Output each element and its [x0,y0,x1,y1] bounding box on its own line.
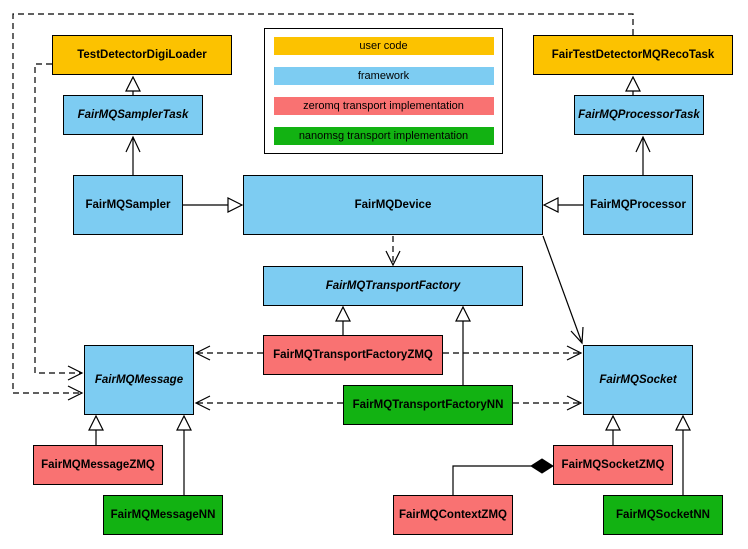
legend-item-framework: framework [273,67,494,85]
node-fairmq-transport-factory-nn: FairMQTransportFactoryNN [343,385,513,425]
sampler-to-samplertask-chevron-arrowhead [125,135,141,153]
socketnn-inherits-socket-triangle-arrowhead [675,414,691,431]
recotask-uses-message-chevron-arrowhead [67,385,84,401]
processor-inherits-device-triangle-arrowhead [542,197,559,213]
node-fairmq-socket-zmq: FairMQSocketZMQ [553,445,673,485]
node-fairmq-socket: FairMQSocket [583,345,693,415]
socketzmq-composes-contextzmq-diamond-arrowhead [530,458,554,474]
digiloader-uses-message-chevron-arrowhead [67,365,84,381]
node-fairmq-message: FairMQMessage [84,345,194,415]
legend-item-zeromq: zeromq transport implementation [273,97,494,115]
socketzmq-inherits-socket-triangle-arrowhead [605,414,621,431]
node-fairmq-transport-factory: FairMQTransportFactory [263,266,523,306]
factoryzmq-inherits-factory-triangle-arrowhead [335,305,351,322]
node-fairmq-context-zmq: FairMQContextZMQ [393,495,513,535]
edge-device-uses-socket [542,235,583,344]
node-fairmq-socket-nn: FairMQSocketNN [603,495,723,535]
node-fairmq-processor: FairMQProcessor [583,175,693,235]
edge-digiloader-uses-message [34,63,82,374]
factoryzmq-creates-message-chevron-arrowhead [194,345,211,361]
sampler-inherits-device-triangle-arrowhead [227,197,244,213]
node-test-detector-digi-loader: TestDetectorDigiLoader [52,35,232,75]
legend: user code framework zeromq transport imple… [264,28,503,154]
device-uses-socket-chevron-arrowhead [570,326,584,345]
node-fairmq-transport-factory-zmq: FairMQTransportFactoryZMQ [263,335,443,375]
node-fair-test-detector-mq-reco-task: FairTestDetectorMQRecoTask [533,35,733,75]
samplertask-generalizes-digiloader-triangle-arrowhead [125,75,141,92]
device-uses-transportfactory-chevron-arrowhead [385,250,401,267]
factorynn-creates-message-chevron-arrowhead [194,395,211,411]
node-fairmq-message-zmq: FairMQMessageZMQ [33,445,163,485]
messagezmq-inherits-message-triangle-arrowhead [88,414,104,431]
legend-item-nanomsg: nanomsg transport implementation [273,127,494,145]
messagenn-inherits-message-triangle-arrowhead [176,414,192,431]
node-fairmq-sampler-task: FairMQSamplerTask [63,95,203,135]
node-fairmq-message-nn: FairMQMessageNN [103,495,223,535]
factorynn-creates-socket-chevron-arrowhead [566,395,583,411]
legend-item-user: user code [273,37,494,55]
node-fairmq-processor-task: FairMQProcessorTask [574,95,704,135]
node-fairmq-device: FairMQDevice [243,175,543,235]
node-fairmq-sampler: FairMQSampler [73,175,183,235]
edge-recotask-uses-message [12,13,634,394]
processortask-generalizes-recotask-triangle-arrowhead [625,75,641,92]
edge-socketzmq-composes-contextzmq [452,465,531,495]
factoryzmq-creates-socket-chevron-arrowhead [566,345,583,361]
processor-to-processortask-chevron-arrowhead [635,135,651,153]
factorynn-inherits-factory-triangle-arrowhead [455,305,471,322]
